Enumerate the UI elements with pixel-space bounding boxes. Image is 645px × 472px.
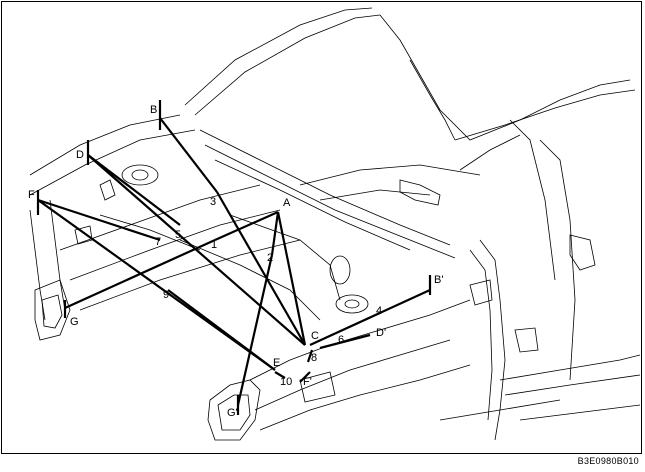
leader-1-G	[64, 238, 216, 310]
label-4: 4	[376, 305, 382, 317]
label-D2: D'	[376, 327, 386, 339]
label-10: 10	[280, 376, 292, 388]
leader-D2-6	[319, 333, 371, 350]
leader-A-1	[214, 210, 279, 242]
leader-F2	[299, 371, 311, 383]
label-F2: F'	[303, 376, 312, 388]
label-1: 1	[211, 239, 217, 251]
label-9: 9	[163, 289, 169, 301]
label-D: D	[76, 149, 84, 161]
label-2: 2	[267, 252, 273, 264]
leader-lines	[36, 100, 432, 415]
leader-A-2	[270, 211, 280, 256]
leader-9-E	[167, 289, 276, 371]
label-F: F	[28, 189, 35, 201]
leader-B-3	[159, 117, 218, 193]
leader-10	[274, 371, 286, 379]
leader-B2-4	[309, 289, 431, 346]
leader-A-C	[276, 211, 307, 346]
label-3: 3	[210, 196, 216, 208]
leader-8	[306, 349, 314, 363]
label-G2: G'	[227, 407, 238, 419]
label-7: 7	[155, 236, 161, 248]
label-B: B	[150, 104, 157, 116]
figure-code: B3E0980B010	[577, 456, 639, 466]
callout-labels: B D F A 3 5 7 1 2 9 G B' 4 C D' 6 8 E 10…	[28, 104, 443, 419]
vehicle-body-outline	[29, 7, 641, 441]
label-E: E	[273, 357, 280, 369]
label-A: A	[283, 197, 291, 209]
label-C: C	[311, 330, 319, 342]
label-B2: B'	[434, 274, 443, 286]
leader-D-5	[87, 154, 181, 226]
label-G: G	[70, 316, 79, 328]
label-5: 5	[175, 229, 181, 241]
diagram-frame	[1, 1, 642, 454]
leader-F-7	[37, 198, 161, 242]
leader-2-G2	[236, 254, 274, 406]
label-8: 8	[311, 352, 317, 364]
leader-D-C	[87, 154, 306, 346]
label-6: 6	[338, 334, 344, 346]
leader-3-C	[216, 191, 306, 346]
